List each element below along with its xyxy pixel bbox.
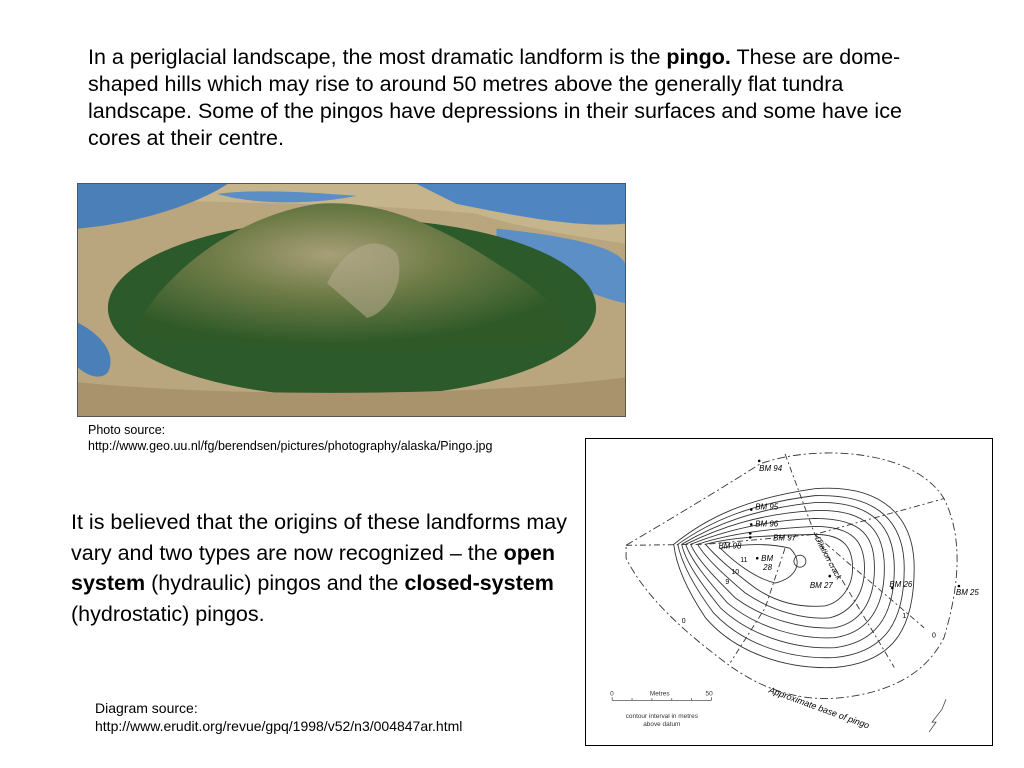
north-arrow-icon: [928, 699, 947, 733]
diagram-source-url: http://www.erudit.org/revue/gpq/1998/v52…: [95, 718, 463, 734]
pingo-contour-diagram: BM 94 BM 95 BM 96 BM 97 BM 98 BM 28 BM 2…: [585, 438, 993, 746]
diagram-source-label: Diagram source:: [95, 700, 198, 716]
bm98-label: BM 98: [718, 541, 742, 550]
intro-text-rest: These are dome-shaped hills which may ri…: [88, 45, 902, 150]
intro-text: In a periglacial landscape, the most dra…: [88, 45, 667, 69]
closed-system-bold: closed-system: [404, 571, 554, 595]
contour-label-0-west: 0: [682, 618, 686, 625]
bm25-label: BM 25: [956, 588, 980, 597]
pingo-base-outline: [625, 452, 958, 699]
contour-label-0-east: 0: [932, 633, 936, 640]
benchmark-markers: [748, 459, 961, 590]
diagram-source: Diagram source: http://www.erudit.org/re…: [95, 699, 462, 735]
caption-line-2: above datum: [643, 721, 680, 728]
origins-text: It is believed that the origins of these…: [71, 510, 567, 565]
dilation-cracks: [626, 453, 945, 668]
origins-paragraph: It is believed that the origins of these…: [71, 507, 571, 629]
pingo-photo: [77, 183, 626, 417]
bm96-label: BM 96: [755, 519, 779, 528]
bm95-label: BM 95: [755, 503, 779, 512]
scale-start: 0: [610, 690, 614, 697]
intro-bold-pingo: pingo.: [666, 45, 731, 69]
contour-label-10: 10: [731, 569, 739, 576]
origins-text-2: (hydraulic) pingos and the: [145, 571, 405, 595]
base-of-pingo-label: Approximate base of pingo: [767, 684, 871, 730]
photo-source-url: http://www.geo.uu.nl/fg/berendsen/pictur…: [88, 439, 493, 453]
bm28-label: BM: [761, 554, 773, 563]
photo-source-label: Photo source:: [88, 423, 166, 437]
contour-label-11: 11: [740, 557, 747, 564]
bm26-label: BM 26: [889, 580, 913, 589]
bm27-label: BM 27: [810, 581, 834, 590]
scale-unit: Metres: [650, 690, 670, 697]
contour-lines: [673, 487, 915, 669]
scale-bar: 0 Metres 50 contour interval in metres a…: [610, 690, 713, 728]
bm28-number: 28: [762, 563, 772, 572]
scale-end: 50: [706, 690, 714, 697]
caption-line-1: contour interval in metres: [626, 713, 698, 720]
photo-source: Photo source: http://www.geo.uu.nl/fg/be…: [88, 422, 492, 454]
bm94-label: BM 94: [759, 464, 783, 473]
contour-label-9: 9: [725, 579, 729, 586]
bm97-label: BM 97: [773, 533, 797, 542]
dilation-crack-label: Dilation crack: [813, 535, 844, 582]
open-system-bold: open system: [71, 540, 555, 596]
contour-label-1: 1: [902, 613, 906, 620]
intro-paragraph: In a periglacial landscape, the most dra…: [88, 44, 948, 152]
origins-text-3: (hydrostatic) pingos.: [71, 601, 265, 626]
